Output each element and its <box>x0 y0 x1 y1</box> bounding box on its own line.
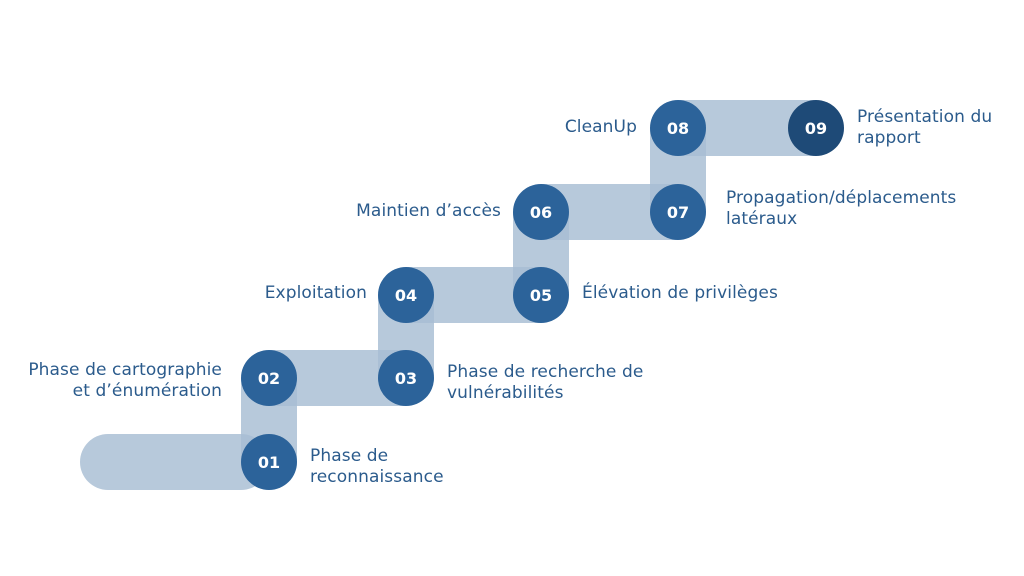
step-node-02: 02 <box>241 350 297 406</box>
step-circle <box>241 350 297 406</box>
step-node-01: 01 <box>241 434 297 490</box>
step-number: 02 <box>258 369 280 388</box>
step-node-08: 08 <box>650 100 706 156</box>
step-number: 07 <box>667 203 689 222</box>
step-label-01: Phase de reconnaissance <box>310 446 444 487</box>
step-circle <box>378 267 434 323</box>
step-circle <box>378 350 434 406</box>
step-number: 09 <box>805 119 827 138</box>
step-label-09: Présentation du rapport <box>857 107 993 148</box>
step-circle <box>241 434 297 490</box>
step-node-09: 09 <box>788 100 844 156</box>
step-label-05: Élévation de privilèges <box>582 283 778 303</box>
step-circle <box>513 184 569 240</box>
step-node-03: 03 <box>378 350 434 406</box>
step-label-03: Phase de recherche de vulnérabilités <box>447 362 644 403</box>
step-node-05: 05 <box>513 267 569 323</box>
band-start <box>80 434 269 490</box>
step-number: 04 <box>395 286 417 305</box>
step-number: 08 <box>667 119 689 138</box>
step-label-04: Exploitation <box>264 283 367 303</box>
step-circle <box>513 267 569 323</box>
step-circle <box>788 100 844 156</box>
step-node-04: 04 <box>378 267 434 323</box>
step-label-06: Maintien d’accès <box>356 201 501 221</box>
step-label-08: CleanUp <box>564 117 637 137</box>
step-number: 06 <box>530 203 552 222</box>
step-circle <box>650 184 706 240</box>
step-number: 01 <box>258 453 280 472</box>
step-label-07: Propagation/déplacements latéraux <box>726 188 957 229</box>
step-number: 03 <box>395 369 417 388</box>
step-circle <box>650 100 706 156</box>
step-node-06: 06 <box>513 184 569 240</box>
step-node-07: 07 <box>650 184 706 240</box>
step-circles: 01 02 03 04 05 06 07 08 09 <box>241 100 844 490</box>
step-label-02: Phase de cartographie et d’énumération <box>28 360 222 401</box>
step-number: 05 <box>530 286 552 305</box>
